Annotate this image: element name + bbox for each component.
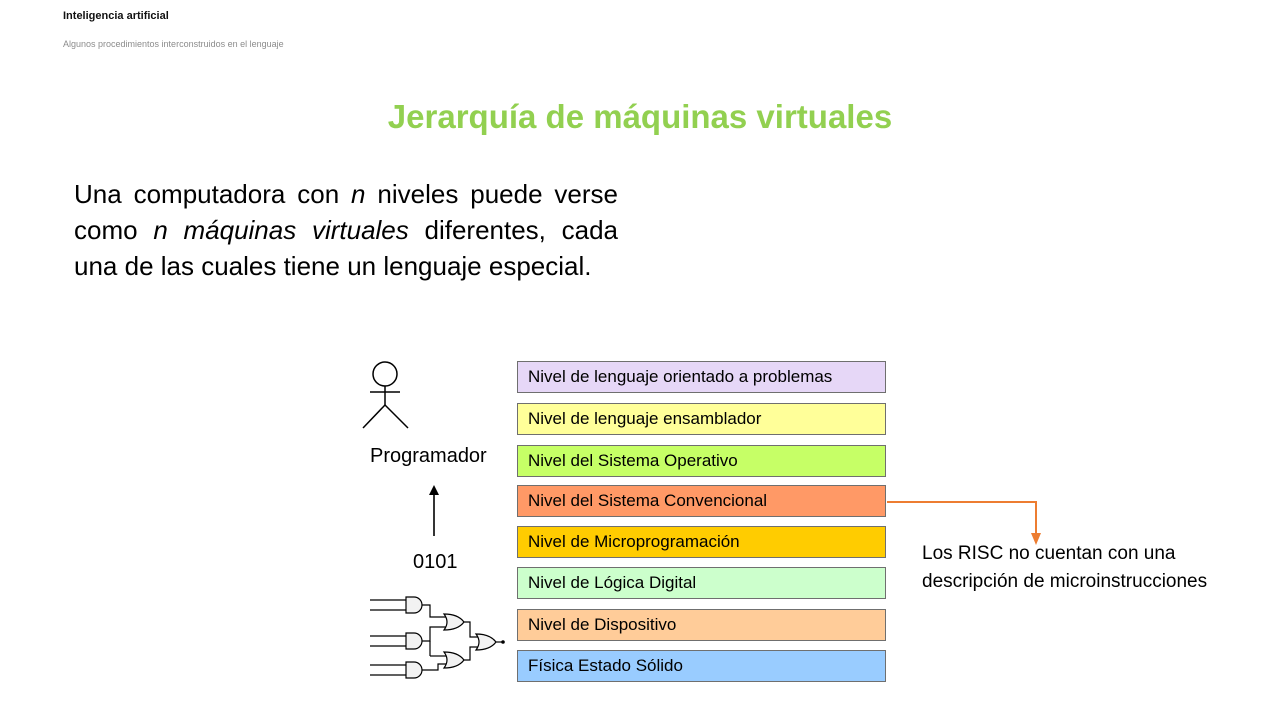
level-box: Nivel de lenguaje orientado a problemas — [517, 361, 886, 393]
programmer-label: Programador — [370, 445, 487, 467]
level-box: Nivel de Dispositivo — [517, 609, 886, 641]
level-box: Nivel del Sistema Operativo — [517, 445, 886, 477]
header-title: Inteligencia artificial — [63, 10, 169, 22]
intro-n: n — [351, 179, 366, 209]
risc-note: Los RISC no cuentan con una descripción … — [922, 543, 1208, 592]
intro-text-2: niveles puede verse como — [74, 179, 618, 245]
level-box: Nivel de Microprogramación — [517, 526, 886, 558]
intro-paragraph: Una computadora con n niveles puede vers… — [74, 176, 618, 284]
level-box: Física Estado Sólido — [517, 650, 886, 682]
intro-text-3: diferentes, cada una de las cuales tiene… — [74, 215, 618, 281]
level-box: Nivel del Sistema Convencional — [517, 485, 886, 517]
bits-label: 0101 — [413, 551, 458, 573]
level-box: Nivel de lenguaje ensamblador — [517, 403, 886, 435]
logic-gates-icon — [370, 596, 505, 679]
intro-virtual-machines: n máquinas virtuales — [153, 215, 409, 245]
stick-figure-icon — [362, 361, 409, 429]
up-arrow-icon — [429, 485, 439, 536]
slide-title: Jerarquía de máquinas virtuales — [387, 98, 893, 135]
header-subtitle: Algunos procedimientos interconstruidos … — [63, 39, 284, 49]
intro-text-1: Una computadora con — [74, 179, 352, 209]
level-box: Nivel de Lógica Digital — [517, 567, 886, 599]
risc-connector-arrow — [887, 501, 1041, 545]
